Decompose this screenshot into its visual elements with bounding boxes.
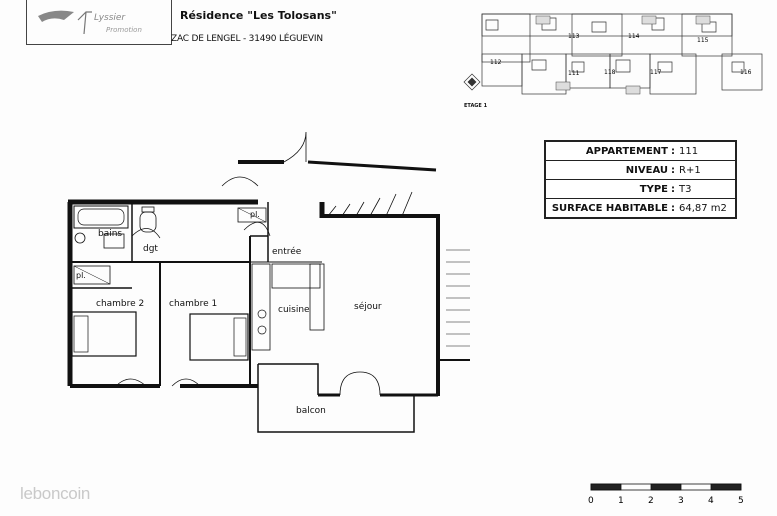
key-plan-unit-111: 111 bbox=[568, 70, 580, 77]
room-label-entree: entrée bbox=[272, 247, 302, 257]
developer-logo: Lyssier Promotion bbox=[38, 10, 142, 35]
room-label-chambre-1: chambre 1 bbox=[169, 299, 218, 309]
svg-text:Promotion: Promotion bbox=[106, 26, 142, 34]
scale-tick-1: 1 bbox=[618, 496, 624, 506]
residence-title: Résidence "Les Tolosans" bbox=[180, 9, 337, 22]
info-row-appartement: APPARTEMENT: 111 bbox=[546, 142, 735, 161]
key-plan-level-label: ETAGE 1 bbox=[464, 103, 488, 109]
scale-tick-3: 3 bbox=[678, 496, 684, 506]
leboncoin-watermark: leboncoin bbox=[20, 484, 91, 503]
scale-tick-0: 0 bbox=[588, 496, 594, 506]
info-value: 111 bbox=[679, 145, 699, 157]
room-label-dgt: dgt bbox=[143, 244, 158, 254]
room-label-sejour: séjour bbox=[354, 302, 382, 312]
room-label-bains: bains bbox=[98, 229, 123, 239]
info-value: 64,87 m2 bbox=[679, 202, 727, 214]
scale-bar bbox=[590, 483, 742, 491]
info-label: TYPE bbox=[639, 183, 668, 195]
info-label: SURFACE HABITABLE bbox=[551, 202, 668, 214]
room-label-chambre-2: chambre 2 bbox=[96, 299, 145, 309]
info-label: NIVEAU bbox=[625, 164, 668, 176]
header-frame bbox=[26, 0, 172, 45]
room-label-cuisine: cuisine bbox=[278, 305, 310, 315]
room-label-pl-top: pl. bbox=[250, 210, 260, 219]
scale-tick-5: 5 bbox=[738, 496, 744, 506]
north-compass-icon bbox=[463, 73, 481, 91]
key-plan-unit-114: 114 bbox=[628, 33, 640, 40]
info-row-type: TYPE: T3 bbox=[546, 180, 735, 199]
svg-text:Lyssier: Lyssier bbox=[94, 13, 126, 23]
info-value: R+1 bbox=[679, 164, 701, 176]
apartment-info-table: APPARTEMENT: 111 NIVEAU: R+1 TYPE: T3 SU… bbox=[544, 140, 737, 219]
key-plan-unit-117: 117 bbox=[650, 69, 662, 76]
key-plan-unit-118: 118 bbox=[604, 69, 616, 76]
room-label-pl-left: pl. bbox=[76, 271, 86, 280]
scale-tick-4: 4 bbox=[708, 496, 714, 506]
scale-tick-2: 2 bbox=[648, 496, 654, 506]
key-plan-unit-112: 112 bbox=[490, 59, 502, 66]
info-row-niveau: NIVEAU: R+1 bbox=[546, 161, 735, 180]
key-plan-unit-116: 116 bbox=[740, 69, 752, 76]
key-plan: 113 114 115 112 111 118 117 116 bbox=[463, 13, 763, 95]
key-plan-unit-115: 115 bbox=[697, 37, 709, 44]
info-label: APPARTEMENT bbox=[585, 145, 668, 157]
info-row-surface: SURFACE HABITABLE: 64,87 m2 bbox=[546, 199, 735, 217]
room-label-balcon: balcon bbox=[296, 406, 326, 416]
key-plan-unit-113: 113 bbox=[568, 33, 580, 40]
residence-address: ZAC DE LENGEL - 31490 LÉGUEVIN bbox=[171, 34, 323, 44]
info-value: T3 bbox=[679, 183, 692, 195]
